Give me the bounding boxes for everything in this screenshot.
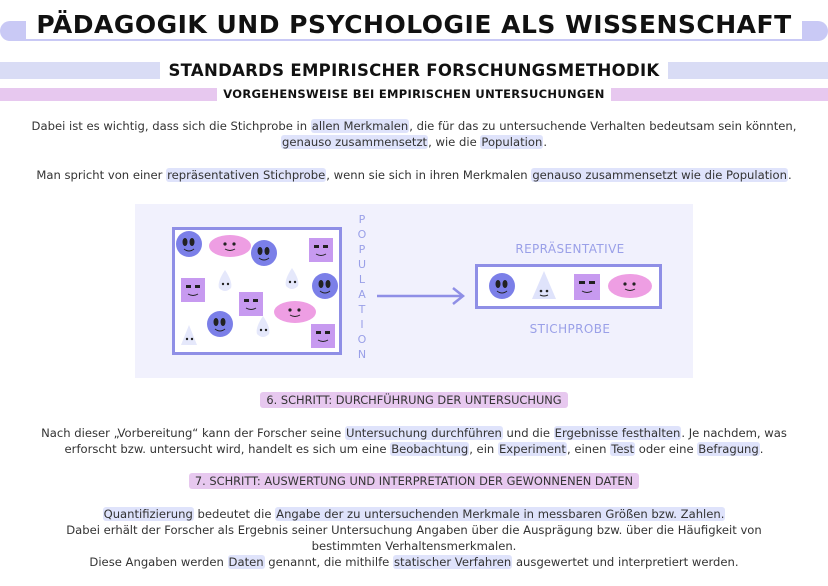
intro-paragraph-1: Dabei ist es wichtig, dass sich die Stic… — [31, 119, 797, 149]
population-sample-diagram: P O P U L A T I O N REPRÄSENTATIVE STICH… — [135, 204, 693, 378]
page-subtitle: STANDARDS EMPIRISCHER FORSCHUNGSMETHODIK — [0, 61, 828, 80]
sample-label-top: REPRÄSENTATIVE — [515, 242, 625, 256]
light-drop-face-icon — [218, 270, 232, 291]
page-title: PÄDAGOGIK UND PSYCHOLOGIE ALS WISSENSCHA… — [0, 10, 828, 39]
pink-oval-face-icon — [209, 235, 251, 257]
step-7-paragraph: Quantifizierung bedeutet die Angabe der … — [66, 507, 762, 569]
step-6-paragraph: Nach dieser „Vorbereitung“ kann der Fors… — [41, 426, 787, 456]
purple-square-face-icon — [309, 238, 333, 262]
purple-square-face-icon — [181, 278, 205, 302]
pink-oval-face-icon — [274, 301, 316, 323]
sample-label-bottom: STICHPROBE — [529, 322, 611, 336]
sample-figures — [489, 271, 652, 300]
light-drop-face-icon — [181, 325, 197, 345]
step-7-heading: 7. SCHRITT: AUSWERTUNG UND INTERPRETATIO… — [0, 473, 828, 489]
section-heading: VORGEHENSWEISE BEI EMPIRISCHEN UNTERSUCH… — [0, 87, 828, 101]
intro-paragraph-2: Man spricht von einer repräsentativen St… — [36, 168, 792, 182]
blue-circle-face-icon — [251, 240, 277, 266]
blue-circle-face-icon — [489, 273, 515, 299]
light-drop-face-icon — [532, 271, 556, 299]
blue-circle-face-icon — [207, 311, 233, 337]
pink-oval-face-icon — [608, 274, 652, 298]
light-drop-face-icon — [285, 268, 299, 289]
light-drop-face-icon — [256, 316, 270, 337]
population-vertical-label: P O P U L A T I O N — [357, 213, 367, 361]
purple-square-face-icon — [239, 292, 263, 316]
step-6-heading: 6. SCHRITT: DURCHFÜHRUNG DER UNTERSUCHUN… — [0, 392, 828, 408]
purple-square-face-icon — [574, 274, 600, 300]
purple-square-face-icon — [311, 324, 335, 348]
blue-circle-face-icon — [176, 231, 202, 257]
blue-circle-face-icon — [312, 273, 338, 299]
population-box — [172, 227, 342, 355]
sample-box — [475, 264, 662, 309]
arrow-right-icon — [377, 287, 466, 305]
population-figures — [176, 231, 338, 348]
